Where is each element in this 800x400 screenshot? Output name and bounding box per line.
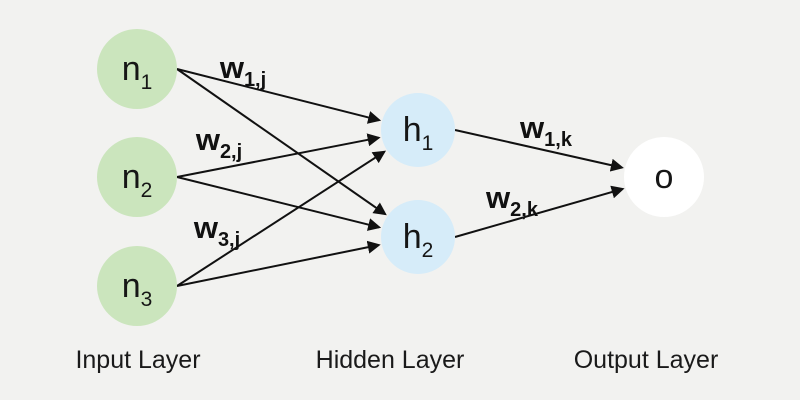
edge-n1-h2 bbox=[176, 68, 387, 216]
node-subscript-n1: 1 bbox=[141, 71, 153, 94]
weight-label-w1k: w1,k bbox=[519, 110, 573, 151]
node-label-o: o bbox=[655, 158, 674, 196]
node-n1 bbox=[97, 29, 177, 109]
node-subscript-h2: 2 bbox=[422, 239, 434, 262]
layer-label-input: Input Layer bbox=[75, 346, 200, 374]
node-n3 bbox=[97, 246, 177, 326]
weight-label-w1j: w1,j bbox=[219, 50, 266, 91]
edge-n2-h1 bbox=[176, 133, 381, 178]
layer-label-output: Output Layer bbox=[574, 346, 719, 374]
weight-subscript-w1j: 1,j bbox=[244, 69, 266, 91]
node-n2 bbox=[97, 137, 177, 217]
edge-h1-o bbox=[454, 129, 624, 172]
edge-h2-o bbox=[454, 185, 625, 238]
node-h2 bbox=[381, 200, 455, 274]
weight-subscript-w2k: 2,k bbox=[510, 199, 539, 221]
weight-label-w3j: w3,j bbox=[193, 210, 240, 251]
node-subscript-n2: 2 bbox=[141, 179, 153, 202]
edge-n3-h1 bbox=[176, 150, 387, 287]
weight-label-w2k: w2,k bbox=[485, 180, 539, 221]
weight-subscript-w3j: 3,j bbox=[218, 229, 240, 251]
edge-n2-h2 bbox=[176, 176, 382, 231]
node-subscript-n3: 3 bbox=[141, 288, 153, 311]
weight-label-w2j: w2,j bbox=[195, 122, 242, 163]
weight-subscript-w2j: 2,j bbox=[220, 141, 242, 163]
node-subscript-h1: 1 bbox=[422, 132, 434, 155]
edge-n1-h1 bbox=[176, 68, 382, 124]
layer-label-hidden: Hidden Layer bbox=[316, 346, 465, 374]
node-o bbox=[624, 137, 704, 217]
weight-subscript-w1k: 1,k bbox=[544, 129, 573, 151]
node-h1 bbox=[381, 93, 455, 167]
edge-n3-h2 bbox=[176, 240, 381, 287]
